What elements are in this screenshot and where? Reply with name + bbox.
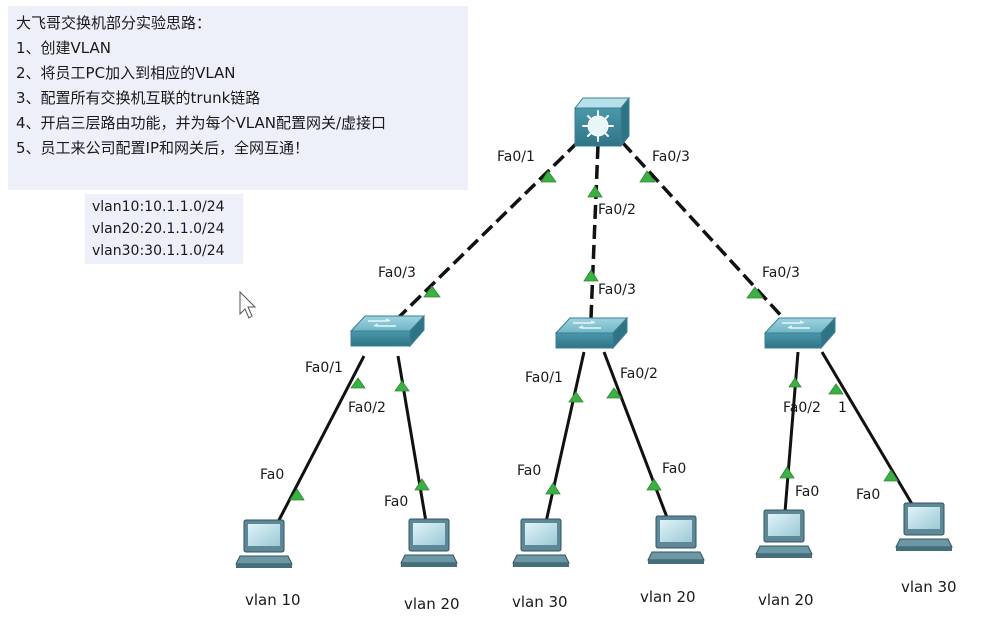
port-up-pc1 [289, 488, 305, 501]
switch-icon[interactable] [349, 314, 426, 348]
port-up-pc4 [646, 478, 662, 491]
mouse-cursor-icon [239, 290, 257, 319]
access-link-pc1 [276, 355, 366, 523]
port-up-core-mid [587, 185, 603, 198]
port-label-pc3: Fa0 [517, 463, 541, 479]
multilayer-switch-icon[interactable] [573, 96, 631, 148]
port-up-sw1-p1 [350, 377, 366, 389]
port-label-sw1-p1: Fa0/1 [305, 360, 343, 376]
notes-step-3: 3、配置所有交换机互联的trunk链路 [16, 89, 261, 107]
port-label-core-right: Fa0/3 [652, 149, 690, 165]
port-label-core-mid: Fa0/2 [598, 202, 636, 218]
pc-icon[interactable] [235, 519, 293, 568]
trunk-link-core-sw2 [589, 144, 600, 319]
port-label-pc6: Fa0 [856, 487, 880, 503]
port-up-sw3-uplink [746, 286, 764, 299]
access-link-pc6 [820, 351, 914, 505]
pc-label-6: vlan 30 [901, 578, 957, 596]
port-label-sw2-up: Fa0/3 [598, 282, 636, 298]
pc-label-1: vlan 10 [245, 591, 301, 609]
notes-step-1: 1、创建VLAN [16, 39, 111, 57]
port-up-core-left [540, 170, 557, 183]
port-up-pc5 [779, 466, 795, 479]
trunk-links [396, 140, 787, 322]
port-up-sw2-p2 [606, 387, 622, 399]
port-label-sw2-p2: Fa0/2 [620, 366, 658, 382]
vlan-info-panel [85, 194, 243, 264]
pc-label-4: vlan 20 [640, 588, 696, 606]
port-label-sw1-p2: Fa0/2 [348, 400, 386, 416]
notes-step-5: 5、员工来公司配置IP和网关后，全网互通！ [16, 139, 310, 157]
trunk-link-core-sw1 [396, 140, 580, 320]
port-up-pc2 [414, 478, 430, 491]
pc-labels: vlan 10 vlan 20 vlan 30 vlan 20 vlan 20 … [245, 578, 957, 613]
port-label-sw1-up: Fa0/3 [378, 265, 416, 281]
pc-icon[interactable] [400, 518, 458, 567]
notes-title: 大飞哥交换机部分实验思路： [16, 14, 212, 32]
port-up-sw1-uplink [423, 285, 441, 298]
port-label-sw3-up: Fa0/3 [762, 265, 800, 281]
port-up-pc3 [545, 482, 561, 495]
port-label-sw2-p1: Fa0/1 [525, 370, 563, 386]
port-up-sw2-p1 [568, 391, 584, 403]
access-link-pc4 [602, 351, 670, 521]
port-up-sw1-p2 [394, 380, 410, 392]
pc-label-5: vlan 20 [758, 591, 814, 609]
port-up-sw3-p2 [828, 383, 844, 395]
port-up-sw2-uplink [583, 269, 599, 282]
port-label-sw3-p2: 1 [838, 400, 847, 416]
pc-icon[interactable] [512, 518, 570, 567]
trunk-link-core-sw3 [620, 140, 787, 322]
port-label-pc1: Fa0 [260, 467, 284, 483]
switch-icon[interactable] [763, 316, 837, 350]
port-indicators [289, 170, 899, 501]
port-label-sw3-p1: Fa0/2 [783, 400, 821, 416]
port-up-core-right [639, 170, 656, 183]
notes-step-4: 4、开启三层路由功能，并为每个VLAN配置网关/虚接口 [16, 114, 387, 132]
port-label-pc4: Fa0 [662, 461, 686, 477]
port-label-pc2: Fa0 [384, 494, 408, 510]
vlan-info-3: vlan30:30.1.1.0/24 [92, 243, 225, 259]
port-up-sw3-p1 [788, 377, 802, 388]
pc-icon[interactable] [755, 509, 813, 558]
pc-icon[interactable] [647, 515, 705, 564]
pc-label-2: vlan 20 [404, 595, 460, 613]
switch-icon[interactable] [554, 316, 629, 350]
access-links [276, 351, 914, 523]
port-label-core-left: Fa0/1 [497, 149, 535, 165]
port-label-pc5: Fa0 [795, 484, 819, 500]
pc-icon[interactable] [895, 502, 953, 551]
pc-label-3: vlan 30 [512, 593, 568, 611]
vlan-info-2: vlan20:20.1.1.0/24 [92, 221, 225, 237]
vlan-info-1: vlan10:10.1.1.0/24 [92, 199, 225, 215]
notes-step-2: 2、将员工PC加入到相应的VLAN [16, 64, 236, 82]
port-labels: Fa0/1 Fa0/2 Fa0/3 Fa0/3 Fa0/3 Fa0/3 Fa0/… [260, 149, 880, 510]
port-up-pc6 [883, 469, 899, 482]
notes-panel [8, 6, 468, 190]
